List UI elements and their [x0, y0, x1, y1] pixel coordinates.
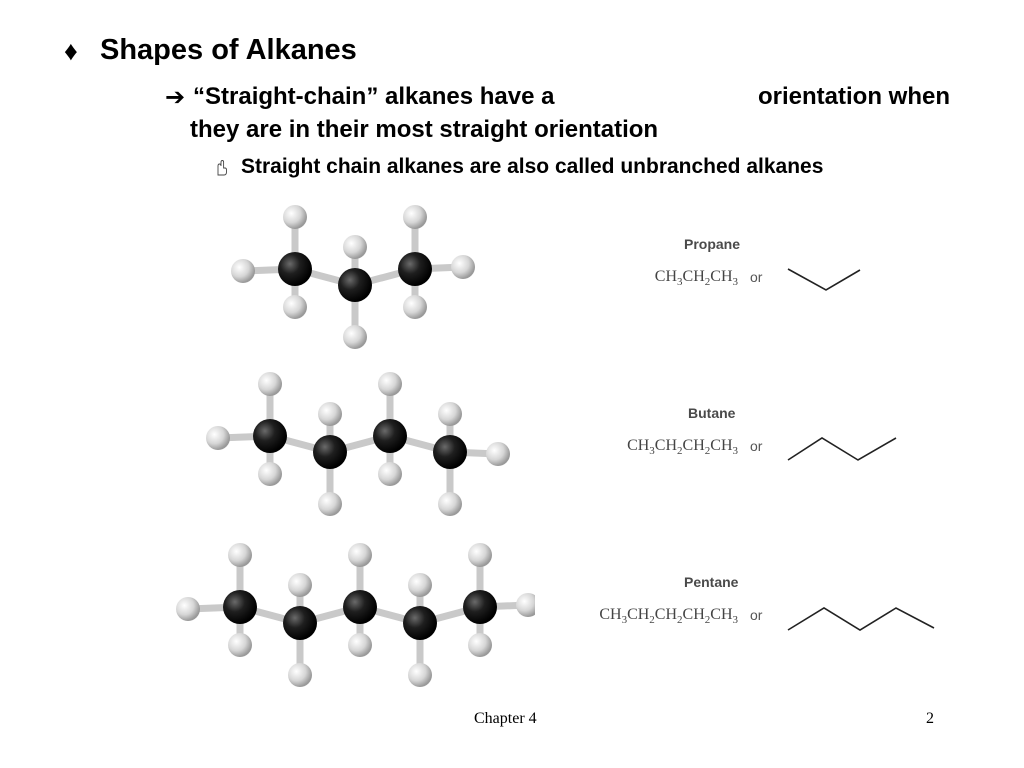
carbon-atom: [338, 268, 372, 302]
hand-pointer-bullet-icon: [217, 160, 227, 176]
condensed-formula-pentane: CH3CH2CH2CH2CH3: [599, 606, 738, 627]
hydrogen-atom: [486, 442, 510, 466]
hydrogen-atom: [348, 543, 372, 567]
butane-ball-and-stick-model: [206, 372, 510, 516]
hydrogen-atom: [228, 633, 252, 657]
hydrogen-atom: [318, 402, 342, 426]
condensed-formula-propane: CH3CH2CH3: [654, 268, 738, 289]
carbon-atom: [343, 590, 377, 624]
hydrogen-atom: [258, 462, 282, 486]
title-bullet: ♦: [64, 36, 78, 66]
hydrogen-atom: [516, 593, 535, 617]
hydrogen-atom: [438, 492, 462, 516]
carbon-atom: [253, 419, 287, 453]
sub-point-text: Straight chain alkanes are also called u…: [241, 155, 824, 178]
arrow-bullet-icon: ➔: [165, 84, 186, 111]
carbon-atom: [403, 606, 437, 640]
hydrogen-atom: [438, 402, 462, 426]
propane-skeletal-structure: [787, 268, 861, 291]
molecule-name-pentane: Pentane: [684, 574, 739, 590]
hydrogen-atom: [451, 255, 475, 279]
hydrogen-atom: [343, 325, 367, 349]
hydrogen-atom: [468, 633, 492, 657]
or-label: or: [750, 438, 763, 454]
propane-ball-and-stick-model: [231, 205, 475, 349]
hydrogen-atom: [403, 295, 427, 319]
hydrogen-atom: [343, 235, 367, 259]
footer-chapter: Chapter 4: [474, 710, 537, 727]
hydrogen-atom: [283, 205, 307, 229]
slide-title: Shapes of Alkanes: [100, 34, 357, 66]
hydrogen-atom: [318, 492, 342, 516]
carbon-atom: [313, 435, 347, 469]
condensed-formula-butane: CH3CH2CH2CH3: [627, 437, 738, 458]
or-label: or: [750, 269, 763, 285]
hydrogen-atom: [283, 295, 307, 319]
hydrogen-atom: [348, 633, 372, 657]
hydrogen-atom: [288, 663, 312, 687]
point-text-line2: they are in their most straight orientat…: [190, 116, 659, 143]
hydrogen-atom: [378, 462, 402, 486]
hydrogen-atom: [288, 573, 312, 597]
molecule-name-butane: Butane: [688, 405, 736, 421]
hydrogen-atom: [408, 573, 432, 597]
hydrogen-atom: [228, 543, 252, 567]
carbon-atom: [223, 590, 257, 624]
page-number: 2: [926, 710, 934, 727]
carbon-atom: [398, 252, 432, 286]
point-text-part1: “Straight-chain” alkanes have a: [193, 83, 555, 110]
molecule-name-propane: Propane: [684, 236, 741, 252]
carbon-atom: [433, 435, 467, 469]
hydrogen-atom: [378, 372, 402, 396]
hydrogen-atom: [231, 259, 255, 283]
hydrogen-atom: [206, 426, 230, 450]
hydrogen-atom: [408, 663, 432, 687]
hydrogen-atom: [468, 543, 492, 567]
or-label: or: [750, 607, 763, 623]
carbon-atom: [463, 590, 497, 624]
hydrogen-atom: [176, 597, 200, 621]
carbon-atom: [373, 419, 407, 453]
pentane-skeletal-structure: [787, 607, 935, 631]
hydrogen-atom: [258, 372, 282, 396]
hydrogen-atom: [403, 205, 427, 229]
pentane-ball-and-stick-model: [176, 543, 535, 687]
carbon-atom: [278, 252, 312, 286]
point-text-part2: orientation when: [758, 83, 950, 110]
butane-skeletal-structure: [787, 437, 897, 461]
carbon-atom: [283, 606, 317, 640]
